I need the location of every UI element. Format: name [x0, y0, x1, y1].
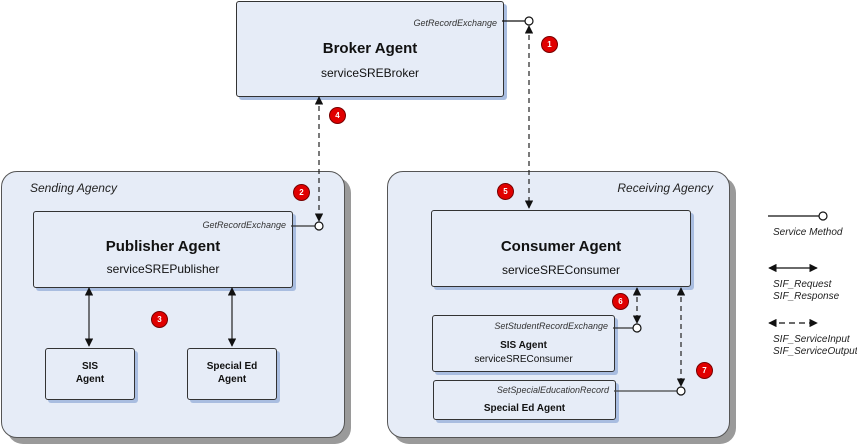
step-badge-7: 7 [696, 362, 713, 379]
legend-service-method-port [818, 211, 828, 221]
legend-service-method-label: Service Method [773, 227, 843, 238]
legend-request-line1: SIF_Request [773, 279, 832, 290]
sending-sis-agent-line2: Agent [75, 374, 105, 385]
broker-agent-box: GetRecordExchange Broker Agent serviceSR… [236, 1, 504, 97]
consumer-agent-service: serviceSREConsumer [501, 263, 621, 277]
step-badge-6: 6 [612, 293, 629, 310]
receiving-sis-service-port [632, 323, 642, 333]
step-badge-1: 1 [541, 36, 558, 53]
receiving-sis-agent-service: serviceSREConsumer [474, 354, 573, 365]
receiving-special-ed-service-port [676, 386, 686, 396]
step-badge-5: 5 [497, 183, 514, 200]
step-badge-4: 4 [329, 107, 346, 124]
legend-request-label: SIF_Request SIF_Response [773, 279, 839, 303]
step-badge-3: 3 [151, 311, 168, 328]
receiving-sis-method-label: SetStudentRecordExchange [494, 321, 608, 331]
receiving-special-ed-agent-title: Special Ed Agent [483, 403, 566, 414]
sending-special-ed-agent-line1: Special Ed [206, 361, 258, 372]
publisher-agent-title: Publisher Agent [105, 238, 221, 255]
sending-agency-label: Sending Agency [30, 181, 117, 195]
receiving-special-ed-method-label: SetSpecialEducationRecord [496, 385, 609, 395]
publisher-agent-box: GetRecordExchange Publisher Agent servic… [33, 211, 293, 288]
sending-special-ed-agent-line2: Agent [217, 374, 247, 385]
receiving-sis-agent-title: SIS Agent [500, 340, 547, 351]
broker-agent-service: serviceSREBroker [320, 66, 420, 80]
broker-agent-title: Broker Agent [322, 40, 418, 57]
consumer-agent-box: Consumer Agent serviceSREConsumer [431, 210, 691, 287]
publisher-method-label: GetRecordExchange [202, 220, 286, 230]
publisher-agent-service: serviceSREPublisher [106, 262, 220, 276]
receiving-special-ed-agent-box: SetSpecialEducationRecord Special Ed Age… [433, 380, 616, 420]
sending-sis-agent-box: SIS Agent [45, 348, 135, 400]
receiving-sis-agent-box: SetStudentRecordExchange SIS Agent servi… [432, 315, 615, 372]
consumer-agent-title: Consumer Agent [500, 238, 622, 255]
sending-special-ed-agent-box: Special Ed Agent [187, 348, 277, 400]
broker-method-label: GetRecordExchange [413, 18, 497, 28]
legend-service-io-line2: SIF_ServiceOutput [773, 346, 857, 357]
broker-service-port [524, 16, 534, 26]
legend-request-line2: SIF_Response [773, 291, 840, 302]
step-badge-2: 2 [293, 184, 310, 201]
legend-service-io-label: SIF_ServiceInput SIF_ServiceOutput [773, 334, 857, 358]
receiving-agency-label: Receiving Agency [617, 181, 713, 195]
publisher-service-port [314, 221, 324, 231]
legend-service-io-line1: SIF_ServiceInput [773, 334, 850, 345]
sending-sis-agent-line1: SIS [81, 361, 99, 372]
